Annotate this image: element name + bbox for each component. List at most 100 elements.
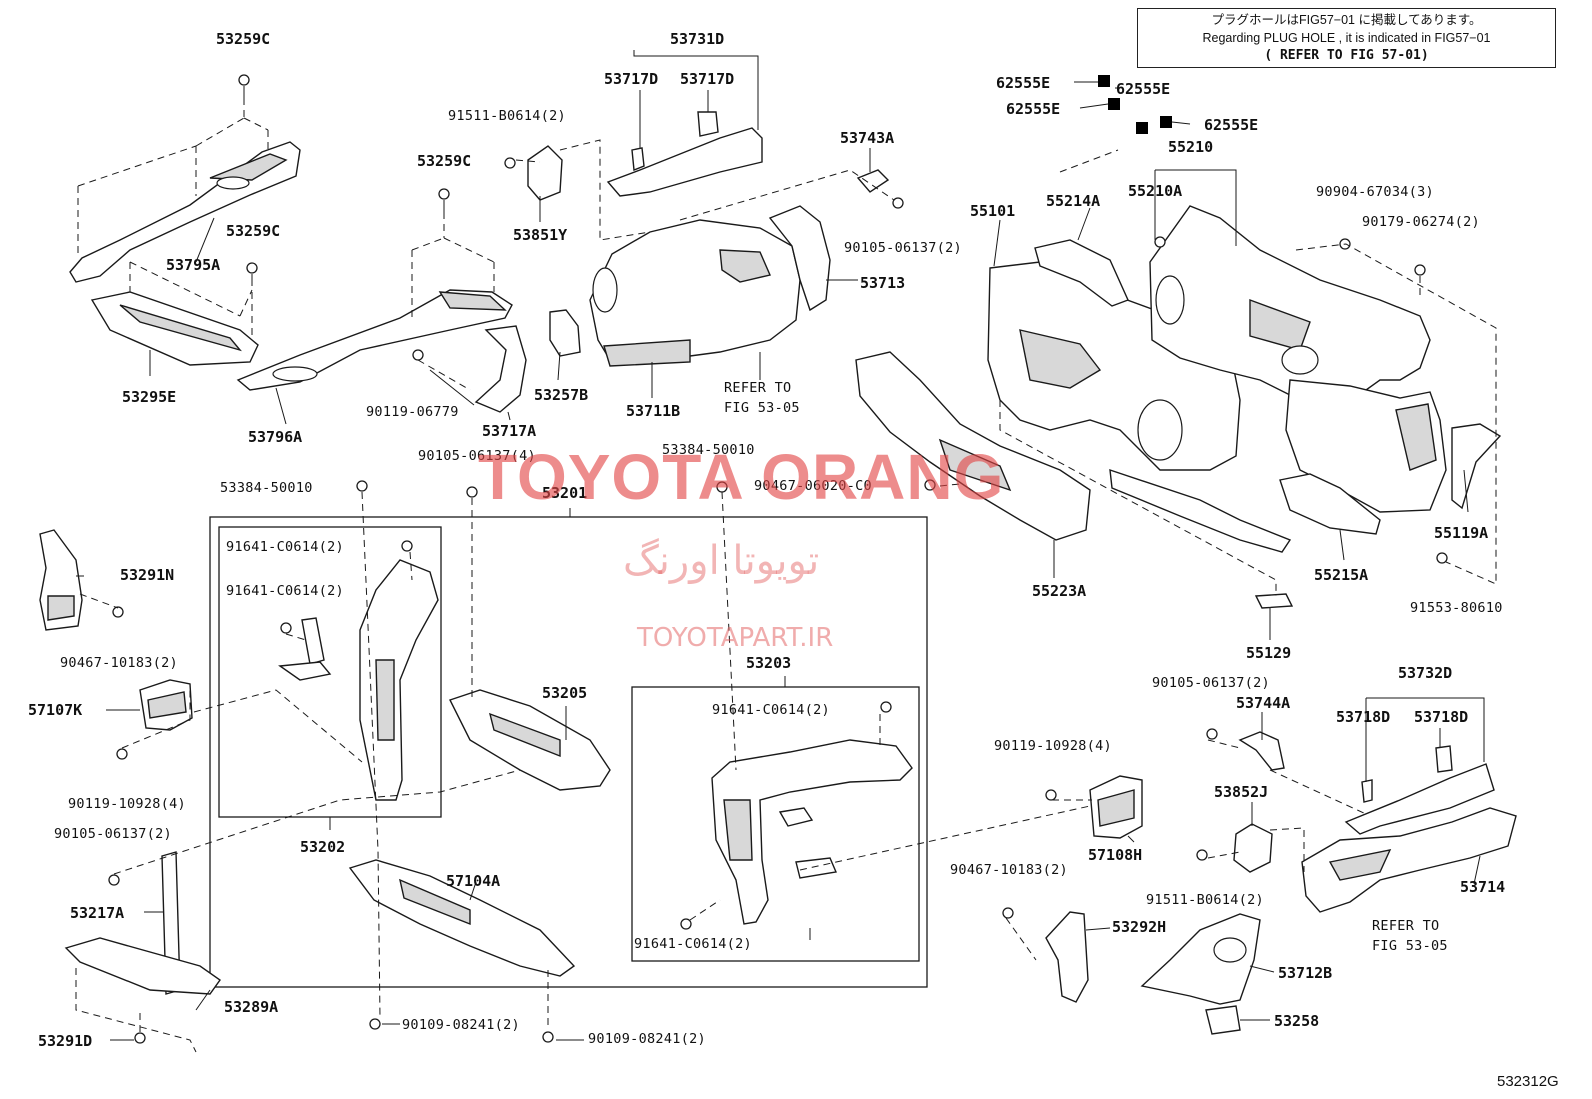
part-53291n[interactable] [39,529,83,631]
part-53203[interactable] [711,739,913,925]
label-90179-06274: 90179-06274(2) [1362,214,1480,230]
label-91641-c0614-c: 91641-C0614(2) [712,702,830,718]
notice-line-2: Regarding PLUG HOLE , it is indicated in… [1202,31,1491,45]
watermark-site: TOYOTAPART.IR [637,623,834,653]
watermark-persian: تویوتا اورنگ [623,538,820,584]
fasteners [108,74,1448,1044]
label-90109-08241-b: 90109-08241(2) [588,1031,706,1047]
part-bracket-b[interactable] [778,807,837,879]
label-53384-50010-a: 53384-50010 [220,480,313,496]
part-53851y[interactable] [527,145,563,201]
label-53852j: 53852J [1214,783,1268,801]
part-53292h[interactable] [1045,911,1089,1003]
part-53717a[interactable] [474,325,527,413]
label-53258: 53258 [1274,1012,1319,1030]
part-53795a[interactable] [69,141,301,283]
label-90119-10928-left: 90119-10928(4) [68,796,186,812]
label-53295e: 53295E [122,388,176,406]
label-55214a: 55214A [1046,192,1100,210]
label-53291d: 53291D [38,1032,92,1050]
label-53731d: 53731D [670,30,724,48]
part-53258[interactable] [1205,1005,1241,1035]
label-55210: 55210 [1168,138,1213,156]
part-53205[interactable] [449,689,611,791]
part-53743a[interactable] [856,169,890,193]
label-62555e-c: 62555E [1006,100,1060,118]
notice-line-3: ( REFER TO FIG 57-01) [1264,48,1429,63]
label-91511-b0614-top: 91511-B0614(2) [448,108,566,124]
label-55210a: 55210A [1128,182,1182,200]
label-53712b: 53712B [1278,964,1332,982]
part-55119a[interactable] [1451,423,1502,510]
part-53713[interactable] [768,205,831,312]
part-55223a[interactable] [855,351,1091,541]
part-53732d[interactable] [1344,745,1495,835]
label-53205: 53205 [542,684,587,702]
label-53384-50010-b: 53384-50010 [662,442,755,458]
label-53718d-b: 53718D [1414,708,1468,726]
part-53711b[interactable] [589,219,801,367]
part-55215a[interactable] [1279,473,1381,535]
label-90105-06137-top: 90105-06137(2) [844,240,962,256]
label-90105-06137-left: 90105-06137(2) [54,826,172,842]
group-box-53203 [631,686,920,962]
label-90105-06137-right: 90105-06137(2) [1152,675,1270,691]
part-dash-lower-strip[interactable] [1109,468,1292,553]
leader-lines [76,50,1485,1041]
label-53259c-low: 53259C [226,222,280,240]
label-53717d-b: 53717D [680,70,734,88]
part-57104a[interactable] [348,859,576,977]
notice-line-1: プラグホールはFIG57−01 に掲載してあります。 [1211,13,1482,27]
label-53203: 53203 [746,654,791,672]
label-53257b: 53257B [534,386,588,404]
label-62555e-d: 62555E [1204,116,1258,134]
label-53744a: 53744A [1236,694,1290,712]
label-90119-10928-right: 90119-10928(4) [994,738,1112,754]
part-53714[interactable] [1301,807,1517,913]
part-53257b[interactable] [549,309,581,357]
part-55129[interactable] [1254,593,1294,609]
label-91641-c0614-b: 91641-C0614(2) [226,583,344,599]
label-90105-06137-4: 90105-06137(4) [418,448,536,464]
part-57107k[interactable] [139,679,193,731]
label-53201: 53201 [542,484,587,502]
label-55223a: 55223A [1032,582,1086,600]
part-55210[interactable] [1149,205,1431,401]
label-53796a: 53796A [248,428,302,446]
label-53202: 53202 [300,838,345,856]
part-bracket-a[interactable] [278,617,332,681]
label-53743a: 53743A [840,129,894,147]
label-91511-b0614-right: 91511-B0614(2) [1146,892,1264,908]
part-53202[interactable] [359,559,439,801]
part-57108h[interactable] [1089,775,1143,839]
label-53795a: 53795A [166,256,220,274]
label-53714: 53714 [1460,878,1505,896]
label-90119-06779: 90119-06779 [366,404,459,420]
label-90109-08241-a: 90109-08241(2) [402,1017,520,1033]
part-53295e[interactable] [90,291,259,366]
part-53744a[interactable] [1238,731,1285,771]
part-53289a[interactable] [64,937,221,995]
part-53712b[interactable] [1140,913,1261,1005]
part-62555e-clips[interactable] [1098,75,1172,134]
part-53796a[interactable] [236,289,513,391]
watermark-brand: TOYOTA ORANG [478,441,1005,513]
part-55119a-panel[interactable] [1285,379,1447,513]
label-refer-to-b: REFER TO [1372,918,1439,934]
label-55119a: 55119A [1434,524,1488,542]
label-57107k: 57107K [28,701,82,719]
label-53259c-mid: 53259C [417,152,471,170]
label-53259c-top: 53259C [216,30,270,48]
label-90467-10183-right: 90467-10183(2) [950,862,1068,878]
label-53292h: 53292H [1112,918,1166,936]
part-55214a[interactable] [1034,239,1129,307]
part-55101[interactable] [987,261,1241,471]
label-53289a: 53289A [224,998,278,1016]
assembly-dashed-lines [75,98,1497,1053]
part-53852j[interactable] [1233,823,1273,873]
label-53291n: 53291N [120,566,174,584]
part-53731d[interactable] [606,111,763,197]
label-62555e-a: 62555E [996,74,1050,92]
